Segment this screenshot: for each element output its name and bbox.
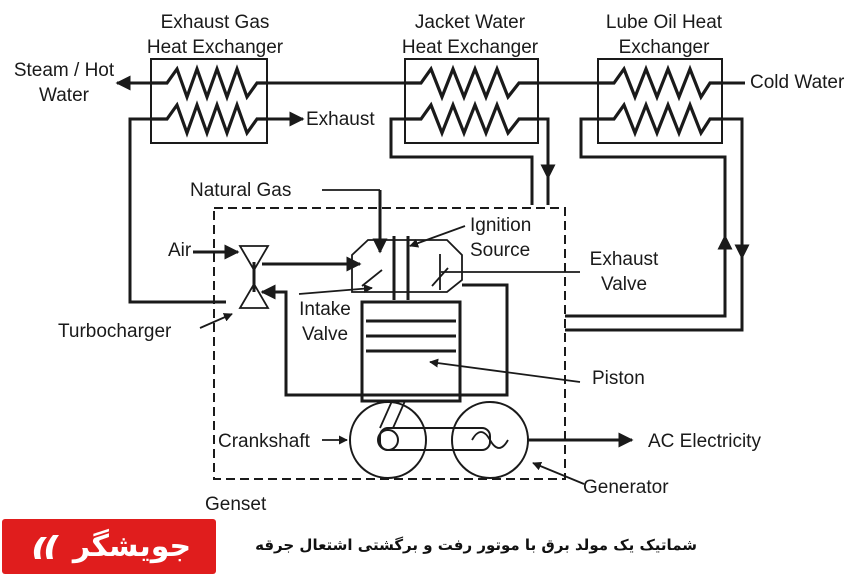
exhaust-gas-hx-label-1: Exhaust Gas [161, 12, 270, 33]
jacket-water-hx-label-2: Heat Exchanger [402, 37, 539, 58]
natural-gas-label: Natural Gas [190, 180, 291, 201]
turbocharger-label: Turbocharger [58, 321, 172, 342]
exhaust-label: Exhaust [306, 109, 375, 130]
generator-label: Generator [583, 477, 669, 498]
exhaust-gas-hx-label-2: Heat Exchanger [147, 37, 284, 58]
intake-valve-label-1: Intake [299, 299, 351, 320]
brand-mark-icon [33, 534, 59, 559]
lube-oil-hx-label-1: Lube Oil Heat [606, 12, 723, 33]
lube-oil-heat-exchanger [597, 58, 723, 144]
intake-valve-label-2: Valve [302, 324, 348, 345]
engine-exhaust-line [260, 283, 509, 397]
brand-name: جویشگر [72, 529, 192, 564]
ignition-label-1: Ignition [470, 215, 531, 236]
genset-label: Genset [205, 494, 267, 515]
lube-oil-loop [565, 117, 750, 332]
brand-logo: جویشگر [2, 519, 216, 574]
figure-caption: شماتیک یک مولد برق با موتور رفت و برگشتی… [255, 536, 697, 554]
crankshaft-label: Crankshaft [218, 431, 311, 452]
steam-label-1: Steam / Hot [14, 60, 115, 81]
piston-label: Piston [592, 368, 645, 389]
cylinder-head [351, 190, 463, 300]
label-pointers [199, 225, 585, 485]
air-label: Air [168, 240, 192, 261]
jacket-water-hx-label-1: Jacket Water [415, 12, 526, 33]
cold-water-label: Cold Water [750, 72, 845, 93]
exhaust-path [128, 111, 305, 304]
ignition-label-2: Source [470, 240, 530, 261]
jacket-water-loop [389, 117, 556, 205]
exhaust-valve-label-2: Valve [601, 274, 647, 295]
ac-electricity-label: AC Electricity [648, 431, 761, 452]
genset-enclosure [213, 207, 566, 480]
steam-label-2: Water [39, 85, 90, 106]
exhaust-valve-label-1: Exhaust [590, 249, 659, 270]
turbocharger [193, 244, 270, 309]
crankshaft [349, 401, 491, 479]
jacket-water-heat-exchanger [404, 58, 539, 144]
lube-oil-hx-label-2: Exchanger [619, 37, 711, 58]
generator [451, 401, 529, 479]
piston-cylinder [360, 300, 462, 429]
exhaust-gas-heat-exchanger [150, 58, 268, 144]
